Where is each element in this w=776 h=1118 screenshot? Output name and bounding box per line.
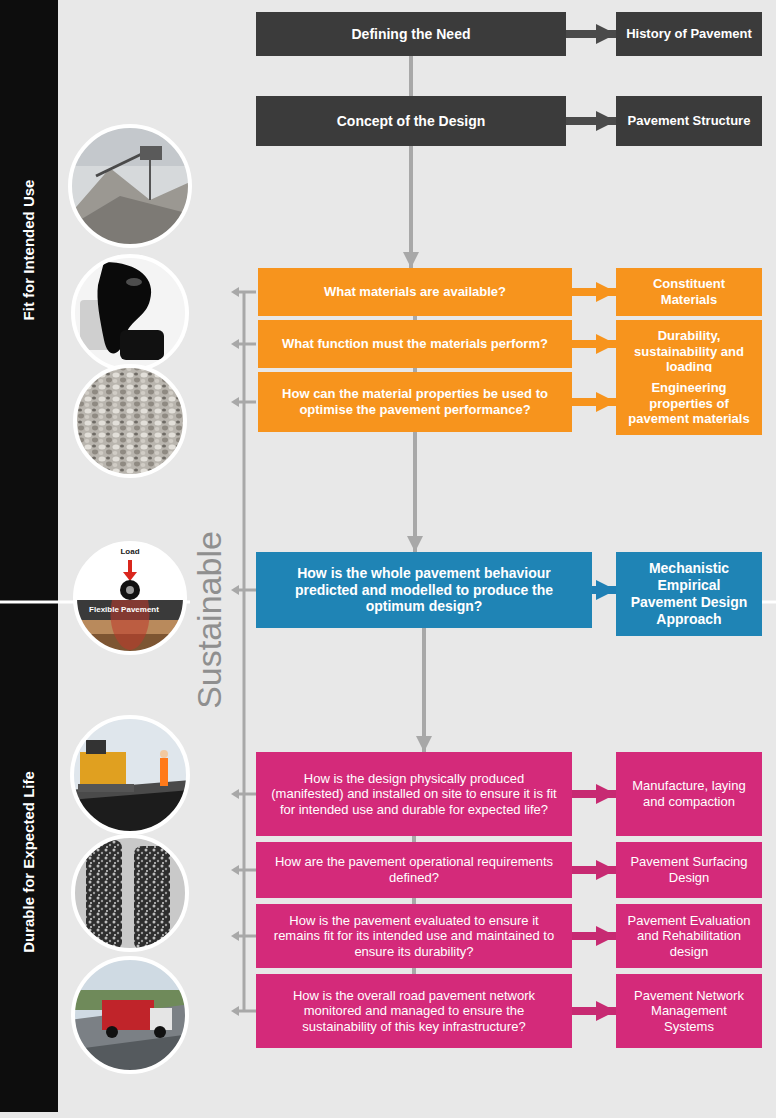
box-text: Constituent Materials bbox=[626, 276, 752, 307]
flow-arrow bbox=[412, 898, 416, 904]
flow-arrow bbox=[572, 398, 616, 406]
box-text: Durability, sustainability and loading bbox=[626, 328, 752, 375]
question-box: What materials are available? bbox=[258, 268, 572, 316]
box-text: Manufacture, laying and compaction bbox=[626, 778, 752, 809]
question-box: How is the whole pavement behaviour pred… bbox=[256, 552, 592, 628]
question-box: How is the pavement evaluated to ensure … bbox=[256, 904, 572, 968]
flow-arrow bbox=[572, 790, 616, 798]
flow-arrow bbox=[413, 432, 417, 552]
flow-arrow bbox=[572, 288, 616, 296]
box-text: Engineering properties of pavement mater… bbox=[626, 380, 752, 427]
question-box: What function must the materials perform… bbox=[258, 320, 572, 368]
question-box: How is the overall road pavement network… bbox=[256, 974, 572, 1048]
topic-box: Pavement Surfacing Design bbox=[616, 842, 762, 898]
question-box: How can the material properties be used … bbox=[258, 372, 572, 432]
topic-box: Engineering properties of pavement mater… bbox=[616, 372, 762, 435]
question-box: How is the design physically produced (m… bbox=[256, 752, 572, 836]
flow-arrow bbox=[572, 866, 616, 874]
topic-box: Manufacture, laying and compaction bbox=[616, 752, 762, 836]
box-text: Pavement Structure bbox=[628, 113, 751, 129]
icon-label: Flexible Pavement bbox=[89, 605, 159, 614]
flow-arrow bbox=[572, 1007, 616, 1015]
topic-box: Constituent Materials bbox=[616, 268, 762, 316]
box-text: History of Pavement bbox=[626, 26, 752, 42]
topic-box: Durability, sustainability and loading bbox=[616, 320, 762, 383]
flow-arrow bbox=[413, 316, 417, 320]
topic-box: Pavement Network Management Systems bbox=[616, 974, 762, 1048]
box-text: Pavement Evaluation and Rehabilitation d… bbox=[626, 913, 752, 960]
flow-arrow bbox=[413, 368, 417, 372]
section-label: Durable for Expected Life bbox=[20, 771, 37, 953]
section-label: Fit for Intended Use bbox=[20, 180, 37, 321]
box-text: How is the overall road pavement network… bbox=[266, 988, 562, 1035]
topic-box: Pavement Structure bbox=[616, 96, 762, 146]
box-text: How is the pavement evaluated to ensure … bbox=[266, 913, 562, 960]
flow-arrow bbox=[572, 932, 616, 940]
topic-box: History of Pavement bbox=[616, 12, 762, 56]
box-text: What function must the materials perform… bbox=[282, 336, 548, 352]
box-text: How are the pavement operational require… bbox=[266, 854, 562, 885]
theme-label: Sustainable bbox=[190, 527, 229, 713]
flow-arrow bbox=[409, 56, 413, 96]
question-box: Concept of the Design bbox=[256, 96, 566, 146]
flow-arrow bbox=[412, 836, 416, 842]
flow-arrow bbox=[566, 30, 616, 38]
topic-box: Pavement Evaluation and Rehabilitation d… bbox=[616, 904, 762, 968]
flow-arrow bbox=[592, 586, 616, 594]
flow-arrow bbox=[572, 340, 616, 348]
question-box: Defining the Need bbox=[256, 12, 566, 56]
box-text: What materials are available? bbox=[324, 284, 506, 300]
question-box: How are the pavement operational require… bbox=[256, 842, 572, 898]
box-text: How can the material properties be used … bbox=[268, 386, 562, 417]
topic-box: Mechanistic Empirical Pavement Design Ap… bbox=[616, 552, 762, 636]
box-text: Concept of the Design bbox=[337, 113, 486, 130]
flow-arrow bbox=[422, 628, 426, 752]
box-text: Pavement Network Management Systems bbox=[626, 988, 752, 1035]
box-text: How is the whole pavement behaviour pred… bbox=[266, 565, 582, 615]
box-text: Mechanistic Empirical Pavement Design Ap… bbox=[626, 560, 752, 627]
box-text: Pavement Surfacing Design bbox=[626, 854, 752, 885]
box-text: Defining the Need bbox=[351, 26, 470, 43]
flow-arrow bbox=[412, 968, 416, 974]
box-text: How is the design physically produced (m… bbox=[266, 771, 562, 818]
flow-arrow bbox=[566, 117, 616, 125]
flow-arrow bbox=[409, 146, 413, 268]
icon-label: Load bbox=[120, 547, 139, 556]
